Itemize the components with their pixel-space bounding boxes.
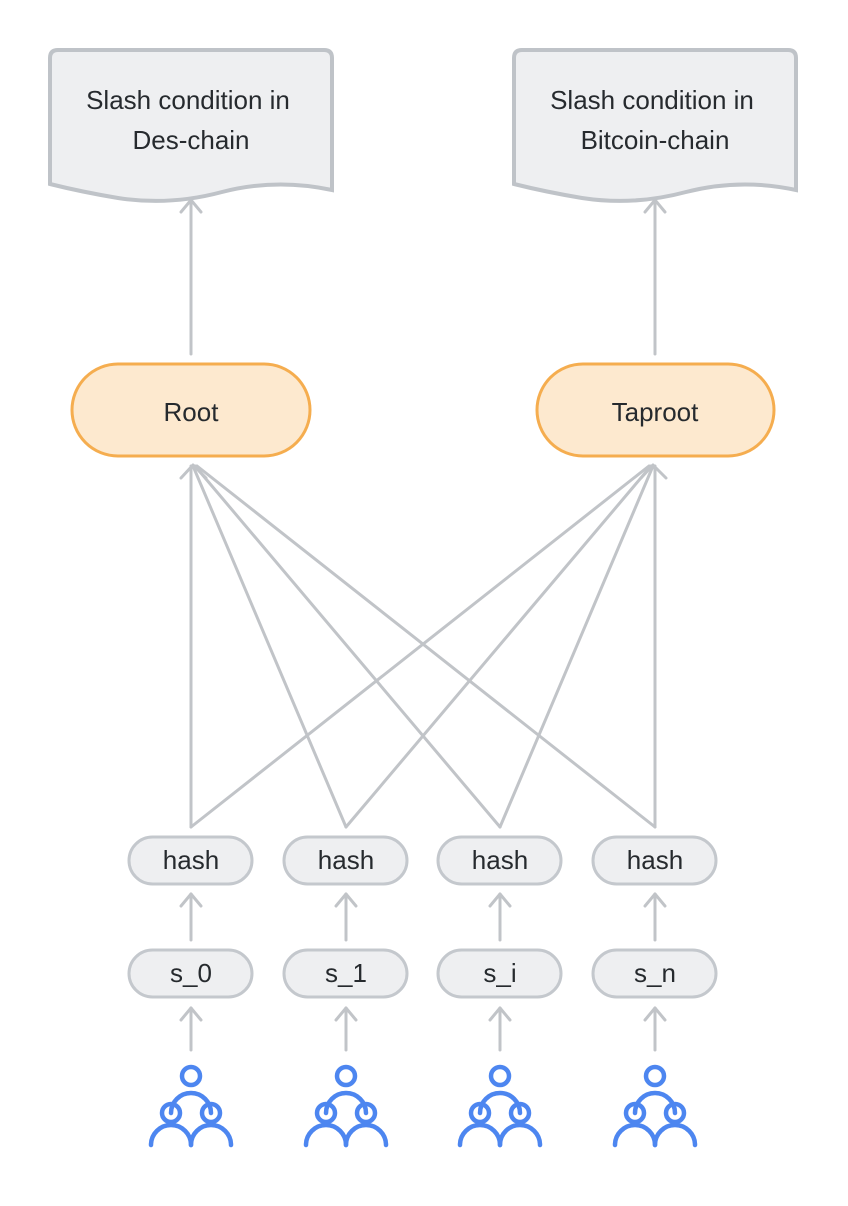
- hash-nodes: hash hash hash hash: [127, 835, 718, 886]
- edge-hash2-to-root: [193, 464, 502, 829]
- root-node[interactable]: Root: [70, 362, 312, 458]
- secret-node-sn[interactable]: s_n: [591, 948, 718, 999]
- arrowhead: [179, 1006, 203, 1022]
- hash-node-1[interactable]: hash: [282, 835, 409, 886]
- root-node-shape: [70, 362, 312, 458]
- group-to-secret-arrows: [179, 1006, 667, 1052]
- document-shape: [48, 48, 334, 203]
- document-shape: [512, 48, 798, 203]
- arrowhead: [643, 1006, 667, 1022]
- taproot-node-shape: [535, 362, 776, 458]
- arrowhead: [179, 463, 208, 480]
- edges: [179, 198, 668, 1052]
- hash-label: hash: [627, 845, 683, 875]
- group-icon: [148, 1064, 234, 1148]
- secret-pill-shape: [127, 948, 254, 999]
- edge-hash3-to-root: [195, 464, 657, 829]
- group-icon: [457, 1064, 543, 1148]
- secret-node-s0[interactable]: s_0: [127, 948, 254, 999]
- secret-pill-shape: [282, 948, 409, 999]
- document-des-chain[interactable]: Slash condition in Des-chain: [48, 48, 334, 203]
- group-icon: [303, 1064, 389, 1148]
- document-bitcoin-chain-line2: Bitcoin-chain: [581, 125, 730, 155]
- hash-node-3[interactable]: hash: [591, 835, 718, 886]
- arrowhead: [643, 892, 667, 908]
- edge-hash2-to-taproot: [498, 464, 655, 829]
- root-label: Root: [164, 397, 220, 427]
- document-bitcoin-chain-line1: Slash condition in: [550, 85, 754, 115]
- secret-label: s_1: [325, 958, 367, 988]
- taproot-node[interactable]: Taproot: [535, 362, 776, 458]
- document-des-chain-line2: Des-chain: [132, 125, 249, 155]
- hash-pill-shape: [282, 835, 409, 886]
- hash-label: hash: [163, 845, 219, 875]
- secret-pill-shape: [436, 948, 563, 999]
- arrowhead: [334, 892, 358, 908]
- secret-label: s_0: [170, 958, 212, 988]
- hash-pill-shape: [127, 835, 254, 886]
- hash-pill-shape: [436, 835, 563, 886]
- arrowhead: [179, 892, 203, 908]
- group-icon: [612, 1064, 698, 1148]
- secret-pill-shape: [591, 948, 718, 999]
- secret-label: s_i: [483, 958, 516, 988]
- document-bitcoin-chain[interactable]: Slash condition in Bitcoin-chain: [512, 48, 798, 203]
- arrowhead: [334, 1006, 358, 1022]
- hash-pill-shape: [591, 835, 718, 886]
- hash-node-2[interactable]: hash: [436, 835, 563, 886]
- edge-hash0-to-taproot: [189, 464, 651, 829]
- hash-label: hash: [318, 845, 374, 875]
- hash-node-0[interactable]: hash: [127, 835, 254, 886]
- arrowhead: [639, 463, 668, 480]
- secret-nodes: s_0 s_1 s_i s_n: [127, 948, 718, 999]
- secret-node-si[interactable]: s_i: [436, 948, 563, 999]
- taproot-label: Taproot: [612, 397, 699, 427]
- group-icons: [148, 1064, 698, 1148]
- secret-label: s_n: [634, 958, 676, 988]
- arrowhead: [488, 892, 512, 908]
- document-des-chain-line1: Slash condition in: [86, 85, 290, 115]
- secret-node-s1[interactable]: s_1: [282, 948, 409, 999]
- edge-hash1-to-taproot: [344, 464, 653, 829]
- hash-label: hash: [472, 845, 528, 875]
- arrowhead: [488, 1006, 512, 1022]
- edge-hash1-to-root: [191, 464, 348, 829]
- secret-to-hash-arrows: [179, 892, 667, 942]
